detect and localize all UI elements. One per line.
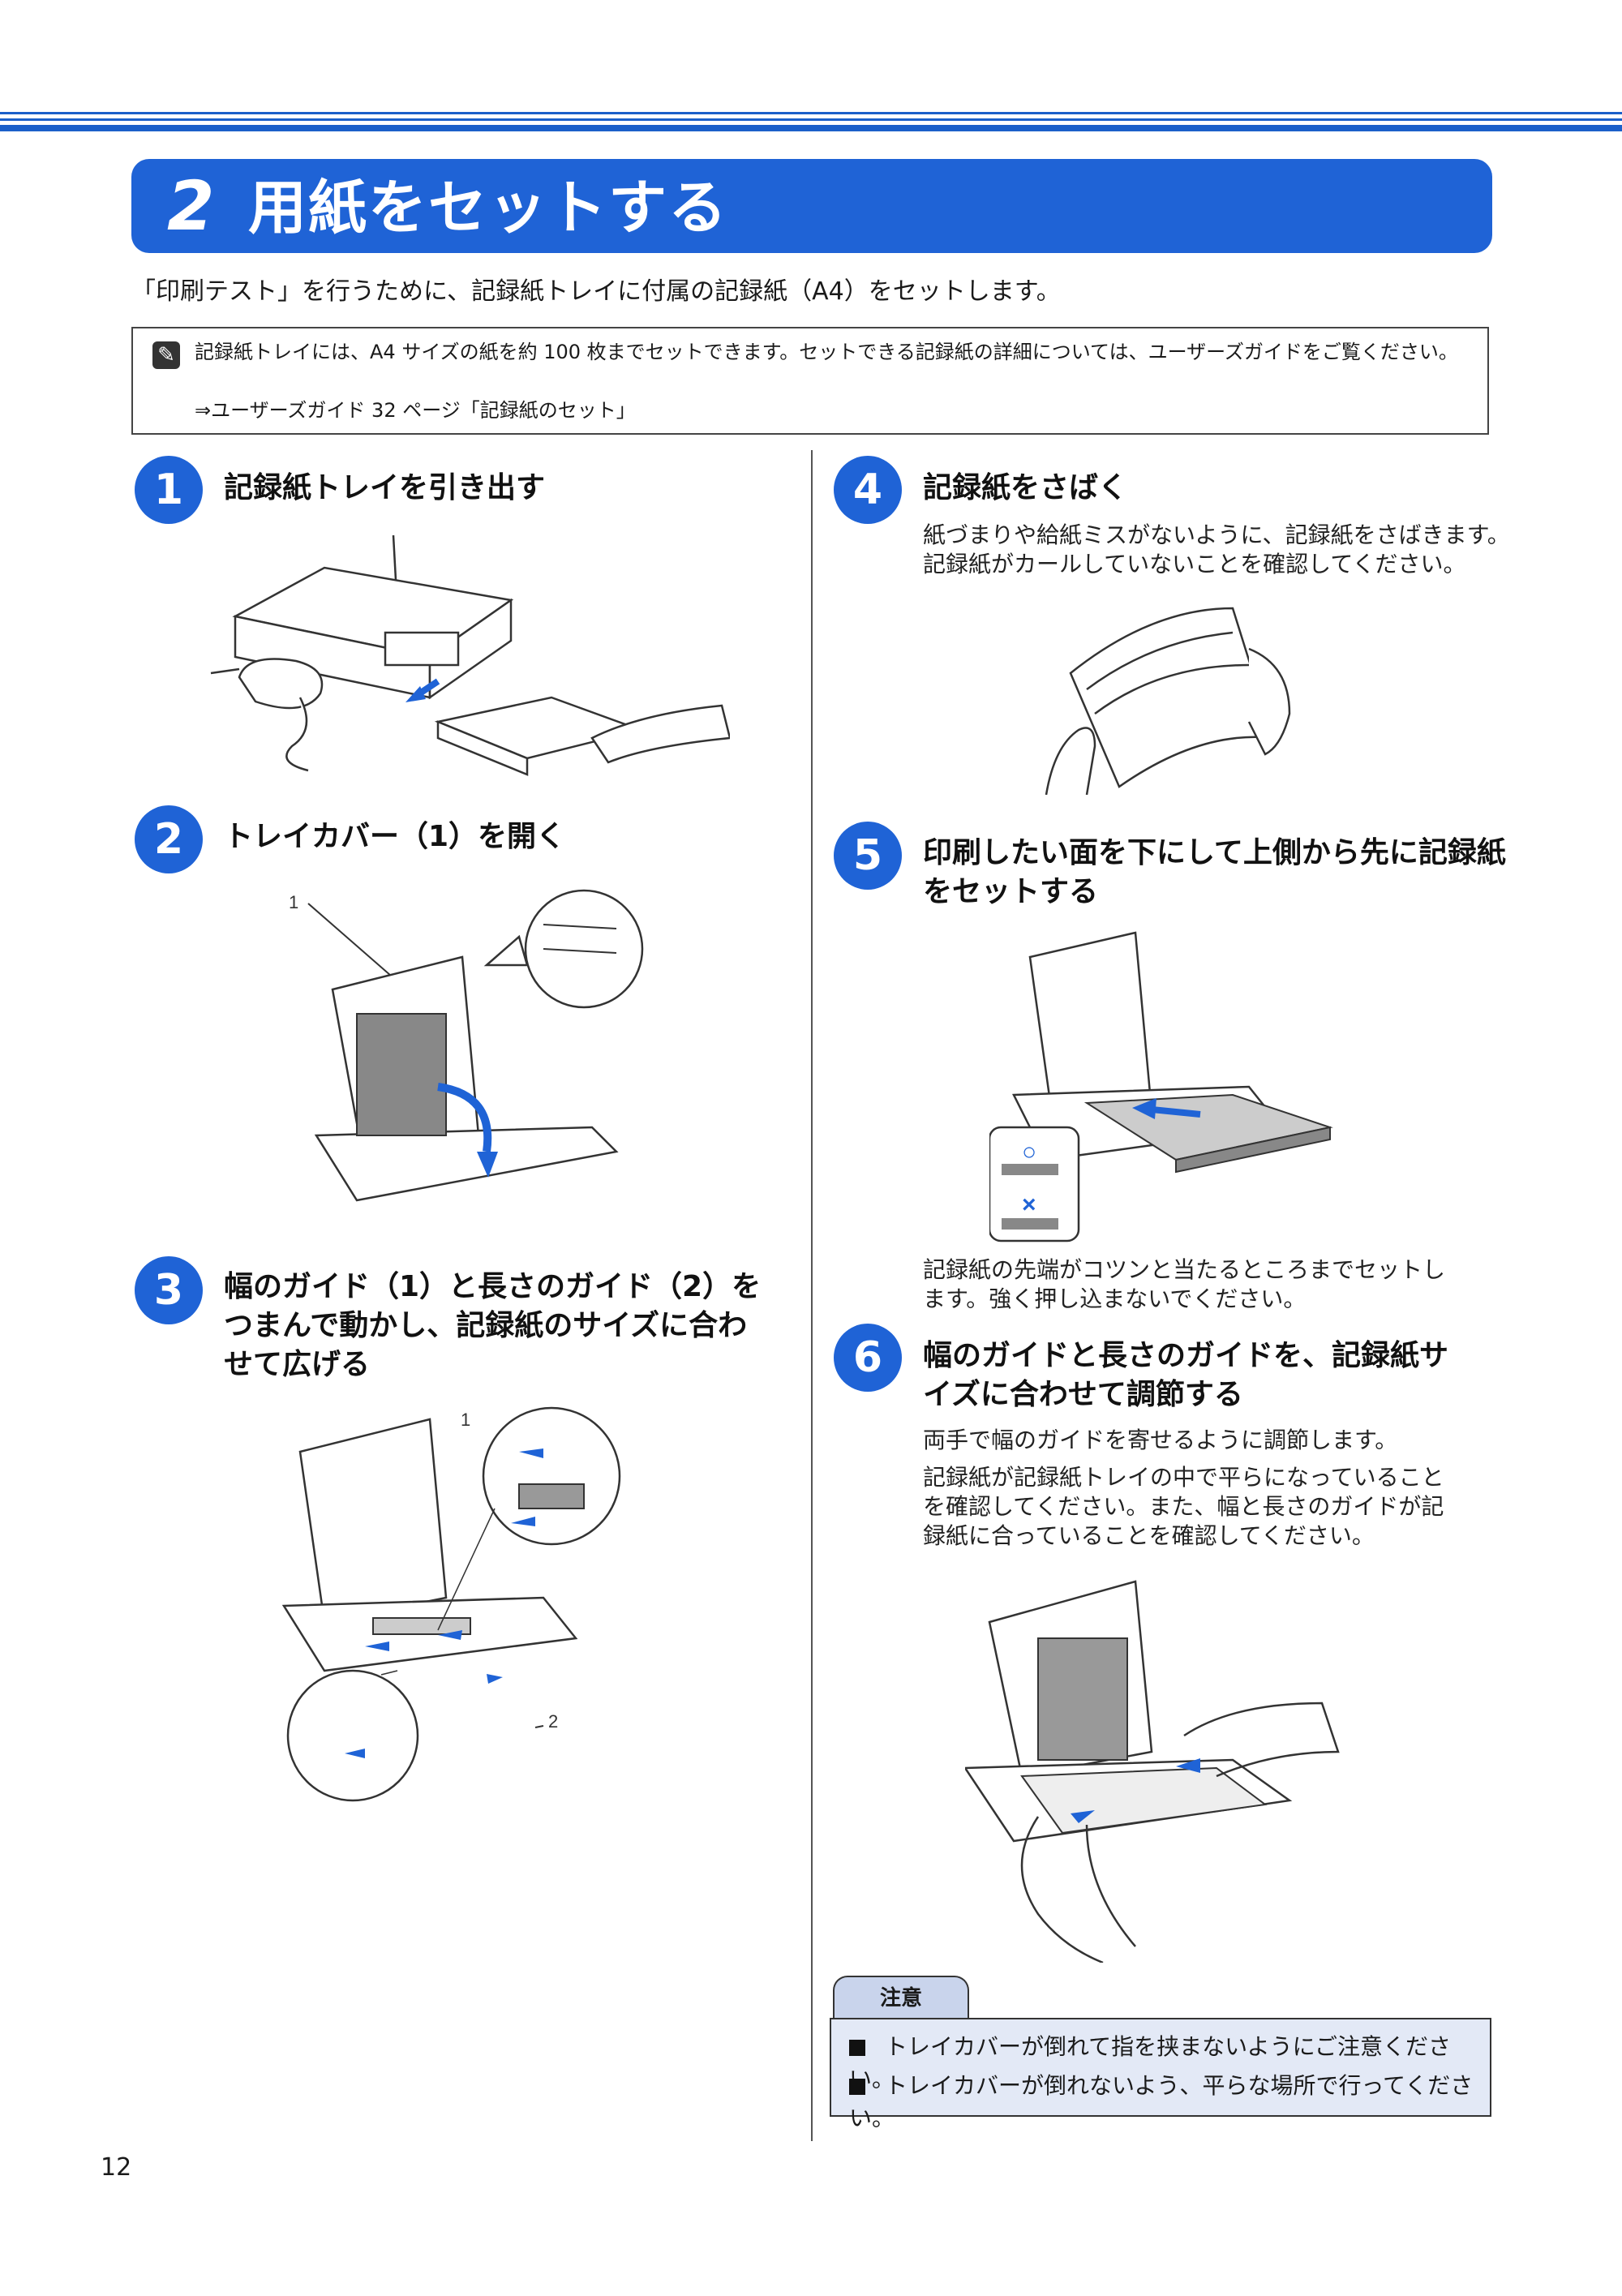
adjust-guides-illustration: 1 2 — [281, 1406, 621, 1802]
note-text: 記録紙トレイには、A4 サイズの紙を約 100 枚までセットできます。セットでき… — [195, 341, 1458, 363]
step-3-title-line-1: 幅のガイド（1）と長さのガイド（2）を — [224, 1270, 762, 1303]
step-6-body-2-line-3: 録紙に合っていることを確認してください。 — [923, 1522, 1375, 1549]
step-4-body-line-2: 記録紙がカールしていないことを確認してください。 — [923, 551, 1466, 577]
header-stripe-thin — [0, 112, 1622, 114]
step-3-badge: 3 — [135, 1256, 203, 1324]
note-reference: ⇒ユーザーズガイド 32 ページ「記録紙のセット」 — [195, 399, 636, 422]
callout-2: 2 — [548, 1711, 558, 1732]
load-paper-illustration: ○ × — [989, 931, 1333, 1242]
callout-1: 1 — [461, 1410, 470, 1430]
bullet-square-icon — [849, 2040, 865, 2056]
wrong-mark: × — [1022, 1191, 1036, 1218]
step-6-badge: 6 — [834, 1324, 902, 1392]
step-6-title-line-1: 幅のガイドと長さのガイドを、記録紙サ — [923, 1339, 1449, 1372]
memo-pencil-icon: ✎ — [152, 341, 180, 369]
step-6-title-line-2: イズに合わせて調節する — [923, 1378, 1243, 1411]
step-2-badge: 2 — [135, 805, 203, 873]
pull-out-tray-illustration — [210, 535, 730, 776]
step-5-badge: 5 — [834, 822, 902, 890]
step-5-body-line-2: ます。強く押し込まないでください。 — [923, 1285, 1307, 1312]
page-title: 用紙をセットする — [248, 174, 729, 242]
step-4-badge: 4 — [834, 456, 902, 524]
step-1-badge: 1 — [135, 456, 203, 524]
caution-box: トレイカバーが倒れて指を挟まないようにご注意ください。 トレイカバーが倒れないよ… — [830, 2018, 1491, 2131]
open-tray-cover-illustration: 1 — [289, 889, 644, 1202]
bullet-square-icon — [849, 2079, 865, 2095]
fan-paper-illustration — [1045, 607, 1291, 795]
step-6-body-2-line-1: 記録紙が記録紙トレイの中で平らになっていること — [923, 1464, 1444, 1491]
step-3-title-line-2: つまんで動かし、記録紙のサイズに合わ — [224, 1309, 748, 1342]
step-4-title: 記録紙をさばく — [923, 471, 1128, 504]
caution-tab: 注意 — [833, 1976, 969, 2019]
step-6-body-2-line-2: を確認してください。また、幅と長さのガイドが記 — [923, 1493, 1444, 1520]
adjust-guides-both-hands-illustration — [965, 1580, 1340, 1963]
callout-1: 1 — [289, 892, 298, 912]
step-3-title-line-3: せて広げる — [224, 1348, 371, 1381]
step-5-body-line-1: 記録紙の先端がコツンと当たるところまでセットし — [923, 1256, 1446, 1283]
step-6-body-1: 両手で幅のガイドを寄せるように調節します。 — [923, 1427, 1398, 1453]
caution-item: トレイカバーが倒れて指を挟まないようにご注意ください。 — [849, 2033, 1452, 2092]
header-stripe-thick — [0, 125, 1622, 131]
step-1-title: 記録紙トレイを引き出す — [224, 471, 546, 504]
step-5-title-line-1: 印刷したい面を下にして上側から先に記録紙 — [923, 836, 1506, 869]
step-2-title: トレイカバー（1）を開く — [224, 820, 566, 853]
caution-item: トレイカバーが倒れないよう、平らな場所で行ってください。 — [849, 2072, 1474, 2131]
section-number: 2 — [167, 166, 215, 246]
correct-mark: ○ — [1022, 1139, 1036, 1165]
step-4-body-line-1: 紙づまりや給紙ミスがないように、記録紙をさばきます。 — [923, 521, 1510, 548]
intro-text: 「印刷テスト」を行うために、記録紙トレイに付属の記録紙（A4）をセットします。 — [131, 277, 1061, 306]
step-5-title-line-2: をセットする — [923, 875, 1099, 908]
column-divider — [811, 450, 813, 2141]
page-number: 12 — [101, 2153, 132, 2182]
section-title-banner: 2 用紙をセットする — [131, 159, 1492, 253]
note-box: ✎ 記録紙トレイには、A4 サイズの紙を約 100 枚までセットできます。セット… — [131, 327, 1489, 435]
header-stripe-thin — [0, 118, 1622, 121]
